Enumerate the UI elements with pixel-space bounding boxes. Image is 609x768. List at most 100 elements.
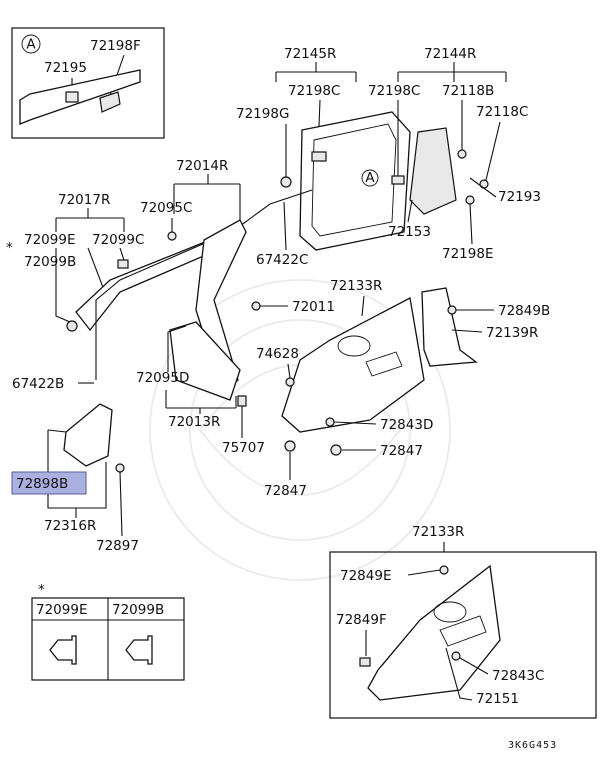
detail-marker: A [365, 170, 375, 186]
clip-table-col2: 72099B [112, 602, 164, 618]
inset-marker-circle [21, 34, 41, 54]
trim-72316R [63, 403, 113, 467]
label-72133R-b: 72133R [412, 524, 464, 540]
trim-pocket [365, 351, 403, 377]
clip-72099E-icon [49, 635, 77, 665]
bracket-72013R [165, 390, 237, 414]
screw-72897 [115, 463, 125, 473]
clip-table-grid [32, 598, 184, 680]
label-72849E: 72849E [340, 568, 391, 584]
label-72017R: 72017R [58, 192, 110, 208]
label-72849F: 72849F [336, 612, 387, 628]
label-72847-a: 72847 [264, 483, 307, 499]
leader-72139R [451, 329, 483, 333]
label-72099C: 72099C [92, 232, 144, 248]
group-72013R: 72095D 72013R 75707 [136, 219, 265, 456]
label-67422B: 67422B [12, 376, 64, 392]
group-72011: 72011 [251, 299, 335, 315]
leader-72897 [119, 471, 123, 537]
label-72133R-a: 72133R [330, 278, 382, 294]
group-72014R: 72014R 72095C [140, 158, 241, 241]
label-72898B: 72898B [16, 476, 68, 492]
bracket-72017R [55, 208, 125, 232]
detail-recess [433, 601, 467, 623]
clip-72198G [280, 176, 292, 188]
weatherstrips: 67422B 67422C [12, 189, 313, 392]
clip-75707 [237, 395, 247, 407]
leader-72099C [119, 247, 125, 261]
bracket-72014R [173, 174, 241, 226]
clip-72198C-a [311, 151, 327, 162]
group-72139R: 72849B 72139R [421, 287, 550, 367]
detail-marker-circle [361, 169, 379, 187]
bracket-72316R-top [47, 429, 67, 433]
label-72095D: 72095D [136, 370, 189, 386]
clip-72847-a [284, 440, 296, 452]
clip-72849B [447, 305, 457, 315]
label-72095C: 72095C [140, 200, 192, 216]
clip-74628 [285, 377, 295, 387]
label-72198F: 72198F [90, 38, 141, 54]
label-72847-b: 72847 [380, 443, 423, 459]
label-72151: 72151 [476, 691, 519, 707]
group-72145R: 72145R 72198C 72198G A [236, 46, 411, 251]
clip-72198E [465, 195, 475, 205]
clip-72847-b [330, 444, 342, 456]
label-72014R: 72014R [176, 158, 228, 174]
quarter-trim-72133R [281, 297, 425, 433]
inset-frame [11, 27, 165, 139]
clip-72095C [167, 231, 177, 241]
leader-72095D [167, 325, 187, 372]
star-marker-b: * [38, 582, 45, 598]
label-72193: 72193 [498, 189, 541, 205]
window-inner [311, 123, 397, 237]
inset-box-a: A 72198F 72195 [11, 27, 165, 139]
group-72144R: 72144R 72198C 72118B 72118C 72193 72153 … [368, 46, 541, 262]
group-72316R: 72898B 72316R 72897 [11, 403, 139, 554]
label-72198E: 72198E [442, 246, 493, 262]
leader-72017R [87, 247, 105, 291]
clip-72099B [66, 320, 78, 332]
label-72118C: 72118C [476, 104, 528, 120]
leader-72193 [469, 177, 497, 198]
label-72897: 72897 [96, 538, 139, 554]
clip-72099B-icon [125, 635, 153, 665]
trim-recess [337, 335, 371, 357]
label-75707: 75707 [222, 440, 265, 456]
screw-72011 [251, 301, 261, 311]
clip-72099C [117, 259, 129, 269]
clip-table: * 72099E 72099B [31, 582, 185, 681]
leader-72151 [445, 647, 473, 701]
trim-strip-part [19, 69, 141, 125]
detail-frame [329, 551, 597, 719]
pillar-trim-part [409, 127, 457, 215]
clip-72118B [457, 149, 467, 159]
label-72153: 72153 [388, 224, 431, 240]
leader-67422C [283, 201, 287, 251]
label-72118B: 72118B [442, 83, 494, 99]
leader-72198E [469, 203, 473, 245]
trim-72139R [421, 287, 478, 367]
clip-72849F [359, 657, 371, 667]
clip-72195 [65, 91, 79, 103]
label-72843D: 72843D [380, 417, 433, 433]
clip-72198C-b [391, 175, 405, 185]
clip-72198F [99, 91, 121, 113]
bracket-72316R [47, 430, 107, 518]
label-72011: 72011 [292, 299, 335, 315]
label-72099B: 72099B [24, 254, 76, 270]
label-74628: 74628 [256, 346, 299, 362]
label-72198C-a: 72198C [288, 83, 340, 99]
watermark [149, 279, 451, 581]
diagram-code: 3K6G453 [508, 740, 557, 751]
weatherstrip-67422C [239, 189, 313, 227]
leader-72843D [333, 421, 377, 425]
label-72145R: 72145R [284, 46, 336, 62]
star-marker-a: * [6, 240, 13, 256]
leader-74628 [287, 363, 291, 379]
leader-72153 [407, 199, 413, 223]
detail-box-72133R: 72133R 72849E 72849F 72843C 72151 [329, 524, 597, 719]
label-67422C: 67422C [256, 252, 308, 268]
